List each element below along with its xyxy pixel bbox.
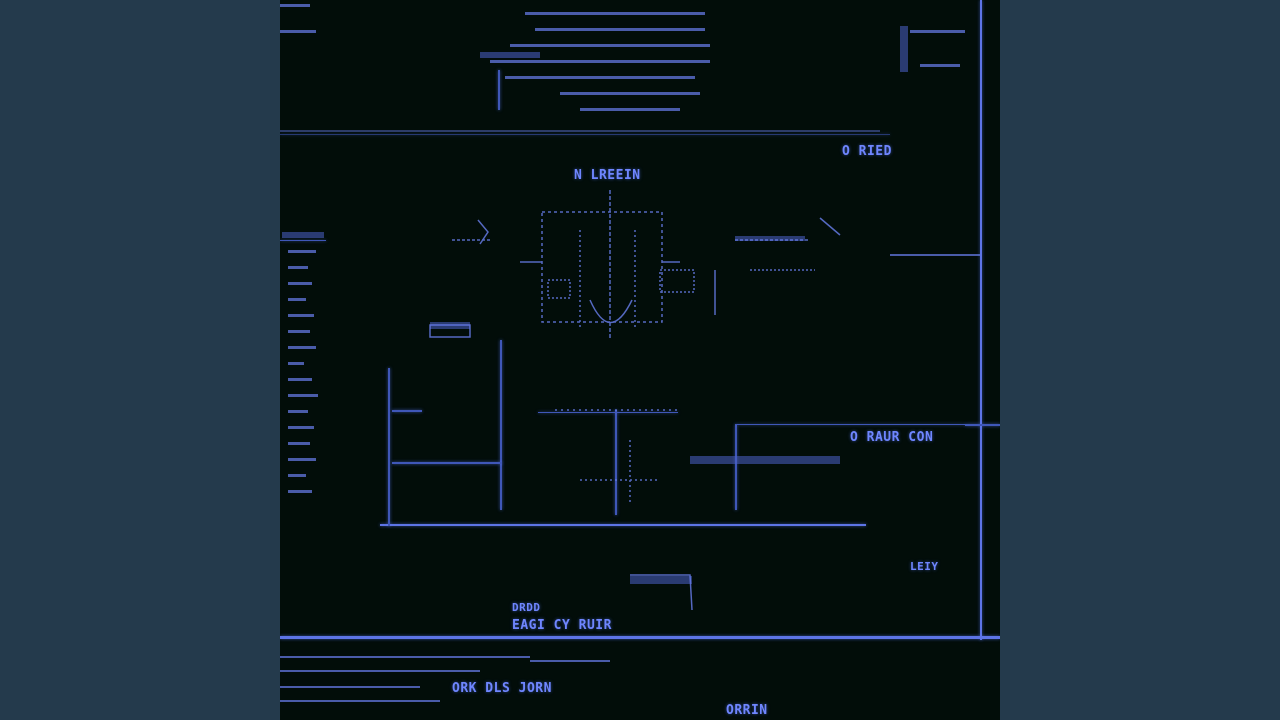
inner-box-mid-line bbox=[392, 462, 502, 464]
bottom-label-small: DRDD bbox=[512, 601, 541, 614]
axis-y-line bbox=[388, 368, 390, 526]
center-vertical-line bbox=[615, 410, 617, 515]
right-small-label: LEIY bbox=[910, 560, 939, 573]
right-label: O RAUR CON bbox=[850, 430, 934, 445]
right-dimension-top bbox=[735, 424, 965, 425]
bottom-border-line bbox=[280, 636, 1000, 639]
top-rule-line bbox=[280, 134, 890, 135]
inner-box-left-line bbox=[392, 410, 422, 412]
block-fragment bbox=[900, 26, 908, 72]
center-label: N LREEIN bbox=[574, 168, 641, 183]
block-fragment bbox=[690, 456, 840, 464]
left-side-mark bbox=[280, 240, 326, 241]
block-fragment bbox=[282, 232, 324, 238]
block-fragment bbox=[480, 52, 540, 58]
right-border-line bbox=[980, 0, 982, 640]
schematic-diagram bbox=[280, 4, 980, 702]
center-horizontal-line bbox=[538, 412, 678, 413]
bottom-right-label: ORRIN bbox=[726, 703, 768, 718]
bottom-left-label: ORK DLS JORN bbox=[452, 681, 552, 696]
block-fragment bbox=[735, 236, 805, 241]
block-fragment bbox=[630, 576, 692, 584]
axis-x-line bbox=[380, 524, 866, 526]
bottom-label: EAGI CY RUIR bbox=[512, 618, 612, 633]
top-vertical-mark bbox=[498, 70, 500, 110]
right-edge-tick bbox=[965, 424, 1000, 426]
inner-box-right-line bbox=[500, 340, 502, 510]
top-right-label: O RIED bbox=[842, 144, 892, 159]
blueprint-screen: O RIED N LREEIN O RAUR CON LEIY DRDD EAG… bbox=[280, 0, 1000, 720]
right-dimension-line bbox=[735, 425, 737, 510]
